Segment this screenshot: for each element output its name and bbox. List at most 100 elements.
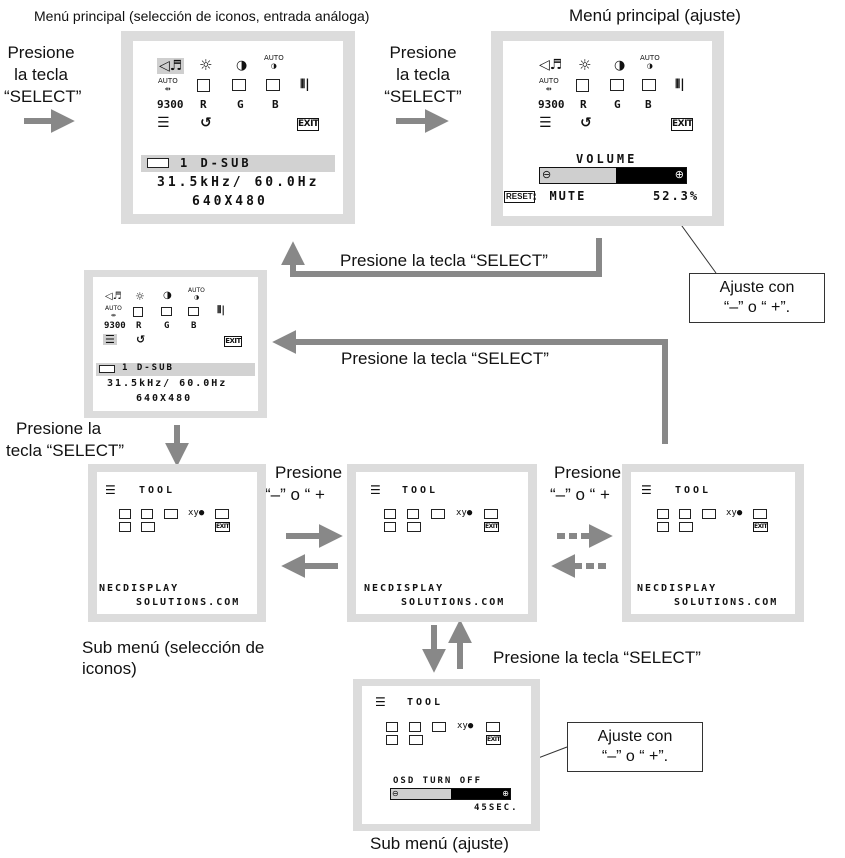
lock-icon[interactable] bbox=[702, 509, 716, 519]
menu-icon[interactable] bbox=[657, 522, 669, 532]
plus-icon: ⊕ bbox=[502, 789, 509, 798]
info-icon[interactable] bbox=[753, 509, 767, 519]
position-icon[interactable] bbox=[679, 522, 693, 532]
info-icon[interactable] bbox=[486, 722, 500, 732]
xy-icon[interactable]: xy● bbox=[188, 508, 205, 518]
color-b[interactable]: B bbox=[272, 98, 279, 111]
color-g[interactable]: G bbox=[614, 98, 621, 111]
label-line: “–” o “ + bbox=[265, 485, 325, 504]
color-g[interactable]: G bbox=[237, 98, 244, 111]
volume-icon[interactable]: ◁♬ bbox=[105, 291, 122, 302]
down-up-icon[interactable] bbox=[610, 79, 624, 91]
reset-icon[interactable]: ↺ bbox=[136, 333, 146, 346]
clock-icon[interactable] bbox=[409, 722, 421, 732]
lock-icon[interactable] bbox=[431, 509, 445, 519]
volume-icon[interactable]: ◁♬ bbox=[157, 58, 185, 74]
lock-icon[interactable] bbox=[164, 509, 178, 519]
auto-adjust-icon[interactable]: AUTO⇹ bbox=[158, 77, 178, 93]
info-icon[interactable] bbox=[215, 509, 229, 519]
volume-icon[interactable]: ◁♬ bbox=[539, 57, 563, 73]
volume-slider[interactable]: ⊖ ⊕ bbox=[539, 167, 687, 184]
color-b[interactable]: B bbox=[191, 321, 197, 331]
tool-title: TOOL bbox=[402, 485, 439, 496]
language-icon[interactable] bbox=[119, 509, 131, 519]
info-icon[interactable] bbox=[484, 509, 498, 519]
xy-label: xy bbox=[456, 508, 467, 518]
osd-screen: ☰ TOOL xy● EXIT NECDISPLAY SOLUTIONS.COM bbox=[97, 472, 257, 614]
contrast-icon[interactable]: ◑ bbox=[236, 58, 248, 73]
down-up-icon[interactable] bbox=[161, 307, 172, 316]
color-b[interactable]: B bbox=[645, 98, 652, 111]
osd-turn-off-slider[interactable]: ⊖ ⊕ bbox=[390, 788, 511, 800]
fine-icon[interactable]: ⦀| bbox=[300, 77, 310, 91]
position-icon[interactable] bbox=[409, 735, 423, 745]
exit-icon[interactable]: EXIT bbox=[671, 118, 693, 131]
exit-icon[interactable]: EXIT bbox=[215, 522, 230, 532]
clock-icon[interactable] bbox=[679, 509, 691, 519]
auto-contrast-icon[interactable]: AUTO◑ bbox=[264, 54, 284, 70]
brightness-icon[interactable]: ☼ bbox=[135, 290, 145, 303]
menu-icon[interactable] bbox=[119, 522, 131, 532]
tool-icon[interactable]: ☰ bbox=[157, 115, 170, 131]
language-icon[interactable] bbox=[657, 509, 669, 519]
clock-icon[interactable] bbox=[407, 509, 419, 519]
exit-icon[interactable]: EXIT bbox=[484, 522, 499, 532]
clock-icon[interactable] bbox=[141, 509, 153, 519]
left-right-icon[interactable] bbox=[197, 79, 210, 92]
fine-icon[interactable]: ⦀| bbox=[675, 77, 685, 91]
callout-adjust-main: Ajuste con “–” o “ +”. bbox=[689, 273, 825, 323]
contrast-icon[interactable]: ◑ bbox=[614, 58, 626, 73]
color-r[interactable]: R bbox=[200, 98, 207, 111]
h-size-icon[interactable] bbox=[642, 79, 656, 91]
osd-main-icon-select: ◁♬ ☼ ◑ AUTO◑ AUTO⇹ ⦀| 9300 R G B ☰ ↺ EXI… bbox=[121, 31, 355, 224]
auto-contrast-icon[interactable]: AUTO◑ bbox=[188, 287, 205, 301]
tool-icon[interactable]: ☰ bbox=[103, 333, 117, 346]
arrow-return-long bbox=[272, 330, 668, 444]
down-up-icon[interactable] bbox=[232, 79, 246, 91]
color-9300[interactable]: 9300 bbox=[157, 98, 184, 111]
left-right-icon[interactable] bbox=[576, 79, 589, 92]
input-label: 1 D-SUB bbox=[180, 156, 252, 170]
auto-contrast-icon[interactable]: AUTO◑ bbox=[640, 54, 660, 70]
color-9300[interactable]: 9300 bbox=[538, 98, 565, 111]
color-r[interactable]: R bbox=[580, 98, 587, 111]
left-right-icon[interactable] bbox=[133, 307, 143, 317]
color-g[interactable]: G bbox=[164, 321, 170, 331]
color-9300[interactable]: 9300 bbox=[104, 321, 126, 331]
osd-screen: ☰ TOOL xy● EXIT NECDISPLAY SOLUTIONS.COM bbox=[356, 472, 528, 614]
auto-adjust-icon[interactable]: AUTO⇹ bbox=[539, 77, 559, 93]
label-press-select-horizontal: Presione la tecla “SELECT” bbox=[340, 251, 548, 270]
h-size-icon[interactable] bbox=[266, 79, 280, 91]
menu-icon[interactable] bbox=[384, 522, 396, 532]
language-icon[interactable] bbox=[386, 722, 398, 732]
xy-icon[interactable]: xy● bbox=[457, 721, 474, 731]
frequency: 31.5kHz/ 60.0Hz bbox=[157, 175, 320, 190]
position-icon[interactable] bbox=[141, 522, 155, 532]
tool-icon: ☰ bbox=[641, 483, 652, 497]
color-r[interactable]: R bbox=[136, 321, 142, 331]
tool-icon[interactable]: ☰ bbox=[539, 115, 552, 131]
language-icon[interactable] bbox=[384, 509, 396, 519]
tool-title: TOOL bbox=[139, 485, 176, 496]
brightness-icon[interactable]: ☼ bbox=[199, 56, 213, 74]
xy-icon[interactable]: xy● bbox=[456, 508, 473, 518]
plus-icon: ⊕ bbox=[674, 169, 684, 181]
exit-icon[interactable]: EXIT bbox=[297, 118, 319, 131]
lock-icon[interactable] bbox=[432, 722, 446, 732]
contrast-icon[interactable]: ◑ bbox=[163, 290, 172, 301]
reset-icon[interactable]: ↺ bbox=[200, 115, 212, 131]
position-icon[interactable] bbox=[407, 522, 421, 532]
menu-icon[interactable] bbox=[386, 735, 398, 745]
auto-label: AUTO bbox=[158, 77, 178, 85]
auto-adjust-icon[interactable]: AUTO⇹ bbox=[105, 305, 122, 319]
xy-icon[interactable]: xy● bbox=[726, 508, 743, 518]
url-line1: NECDISPLAY bbox=[99, 583, 180, 594]
exit-icon[interactable]: EXIT bbox=[224, 336, 242, 347]
reset-icon[interactable]: ↺ bbox=[580, 115, 592, 131]
h-size-icon[interactable] bbox=[188, 307, 199, 316]
brightness-icon[interactable]: ☼ bbox=[578, 56, 592, 74]
exit-icon[interactable]: EXIT bbox=[486, 735, 501, 745]
exit-icon[interactable]: EXIT bbox=[753, 522, 768, 532]
fine-icon[interactable]: ⦀| bbox=[217, 305, 226, 316]
label-line: la tecla bbox=[14, 65, 68, 84]
